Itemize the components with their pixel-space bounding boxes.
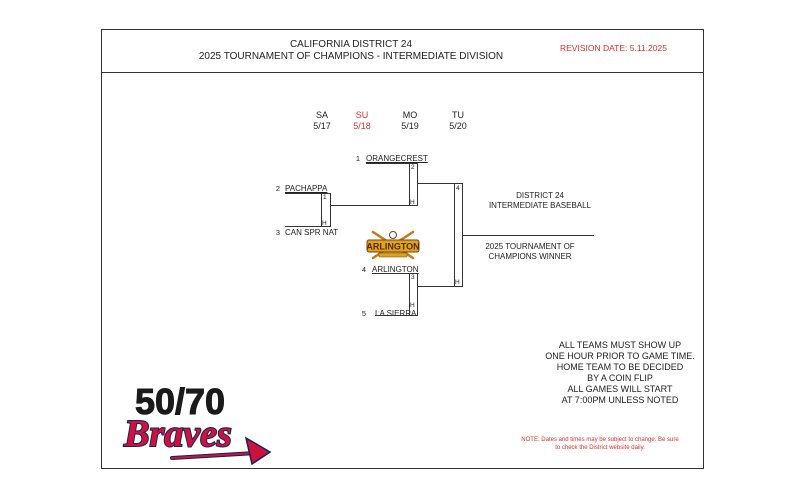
game-3-home: H [410, 302, 415, 309]
champion-line2: INTERMEDIATE BASEBALL [488, 201, 592, 210]
game-2-number: 2 [411, 164, 415, 171]
line-champion [463, 235, 594, 236]
braves-logo-script: Braves [123, 413, 232, 455]
seed-5: 5 [361, 309, 366, 318]
champion-line4: CHAMPIONS WINNER [488, 252, 572, 261]
game-4-box [454, 183, 463, 287]
day-su: SU 5/18 [342, 110, 382, 132]
revision-date: REVISION DATE: 5.11.2025 [560, 43, 667, 53]
day-sa: SA 5/17 [302, 110, 342, 132]
day-name: SA [315, 110, 328, 120]
line-can-spr-nat [285, 226, 331, 227]
champion-line3: 2025 TOURNAMENT OF [485, 242, 575, 251]
day-mo: MO 5/19 [390, 110, 430, 132]
line-la-sierra [375, 315, 417, 316]
day-date: 5/17 [313, 121, 331, 131]
champion-line1: DISTRICT 24 [516, 191, 564, 200]
game-2-box [409, 163, 418, 206]
braves-logo-number: 50/70 [135, 381, 225, 422]
champion-label-bottom: 2025 TOURNAMENT OF CHAMPIONS WINNER [450, 242, 610, 262]
bracket-frame [101, 29, 704, 469]
rules-text: ALL TEAMS MUST SHOW UP ONE HOUR PRIOR TO… [500, 340, 740, 406]
game-1-home: H [322, 220, 327, 227]
line-game1-winner [331, 205, 417, 206]
schedule-note: NOTE: Dates and times may be subject to … [500, 436, 700, 452]
seed-4: 4 [361, 265, 366, 274]
header-title-line2: 2025 TOURNAMENT OF CHAMPIONS - INTERMEDI… [198, 51, 504, 62]
game-1-box [321, 193, 331, 227]
rule-line: BY A COIN FLIP [587, 373, 653, 383]
line-game2-winner [418, 183, 454, 184]
game-4-number: 4 [456, 185, 460, 192]
game-3-number: 3 [411, 274, 415, 281]
day-tu: TU 5/20 [438, 110, 478, 132]
line-arlington [372, 273, 417, 274]
arlington-logo-text: ARLINGTON [366, 242, 419, 252]
line-pachappa [285, 193, 331, 194]
day-date: 5/20 [449, 121, 467, 131]
team-orangecrest: ORANGECREST [366, 154, 428, 163]
note-line1: NOTE: Dates and times may be subject to … [521, 437, 679, 443]
note-line2: to check the District website daily. [555, 445, 645, 451]
line-orangecrest [366, 163, 417, 164]
line-game3-winner [418, 286, 454, 287]
day-date: 5/19 [401, 121, 419, 131]
day-name: SU [355, 110, 369, 120]
game-2-home: H [410, 199, 415, 206]
rule-line: AT 7:00PM UNLESS NOTED [561, 395, 679, 405]
day-name: TU [452, 110, 464, 120]
game-1-number: 1 [323, 194, 327, 201]
team-pachappa: PACHAPPA [285, 184, 328, 193]
seed-1: 1 [355, 154, 360, 163]
team-can-spr-nat: CAN SPR NAT [285, 228, 339, 237]
day-date: 5/18 [353, 121, 371, 131]
day-name: MO [402, 110, 418, 120]
team-arlington: ARLINGTON [372, 265, 419, 274]
game-4-home: H [455, 279, 460, 286]
rule-line: ALL GAMES WILL START [567, 384, 673, 394]
rule-line: ONE HOUR PRIOR TO GAME TIME. [545, 351, 695, 361]
header-divider [101, 72, 704, 73]
team-la-sierra: LA SIERRA [375, 309, 417, 318]
arlington-logo: ARLINGTON [366, 230, 420, 260]
rule-line: ALL TEAMS MUST SHOW UP [558, 340, 682, 350]
braves-logo: 50/70 Braves [122, 381, 272, 466]
seed-2: 2 [275, 184, 280, 193]
seed-3: 3 [275, 228, 280, 237]
game-3-box [409, 273, 418, 316]
champion-label-top: DISTRICT 24 INTERMEDIATE BASEBALL [460, 191, 620, 211]
rule-line: HOME TEAM TO BE DECIDED [556, 362, 684, 372]
header-title-line1: CALIFORNIA DISTRICT 24 [289, 39, 413, 50]
